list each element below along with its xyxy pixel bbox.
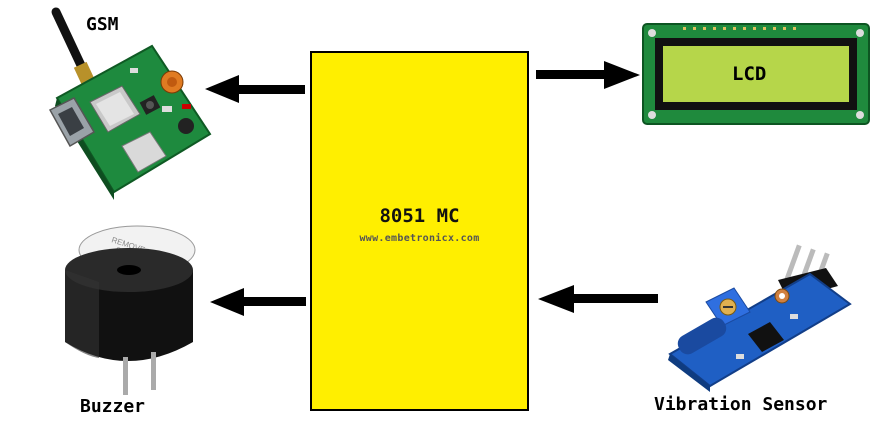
gsm-label: GSM — [86, 14, 119, 35]
buzzer-label: Buzzer — [80, 396, 146, 417]
gsm-module-board-icon — [48, 7, 212, 200]
lcd-16x2-display-icon — [642, 23, 870, 125]
lcd-label: LCD — [732, 63, 767, 85]
arrow-to-buzzer — [210, 288, 306, 316]
arrow-from-vibration-sensor — [538, 285, 658, 313]
arrow-to-gsm — [205, 75, 305, 103]
buzzer-icon: REMOVE SEAL WASHING — [65, 225, 196, 395]
microcontroller-title: 8051 MC — [379, 205, 460, 227]
microcontroller-block: 8051 MC www.embetronicx.com — [310, 51, 529, 411]
watermark-text: www.embetronicx.com — [359, 233, 480, 244]
vibration-sensor-label: Vibration Sensor — [654, 394, 828, 415]
arrow-to-lcd — [536, 61, 640, 89]
vibration-sensor-module-icon — [668, 244, 852, 392]
